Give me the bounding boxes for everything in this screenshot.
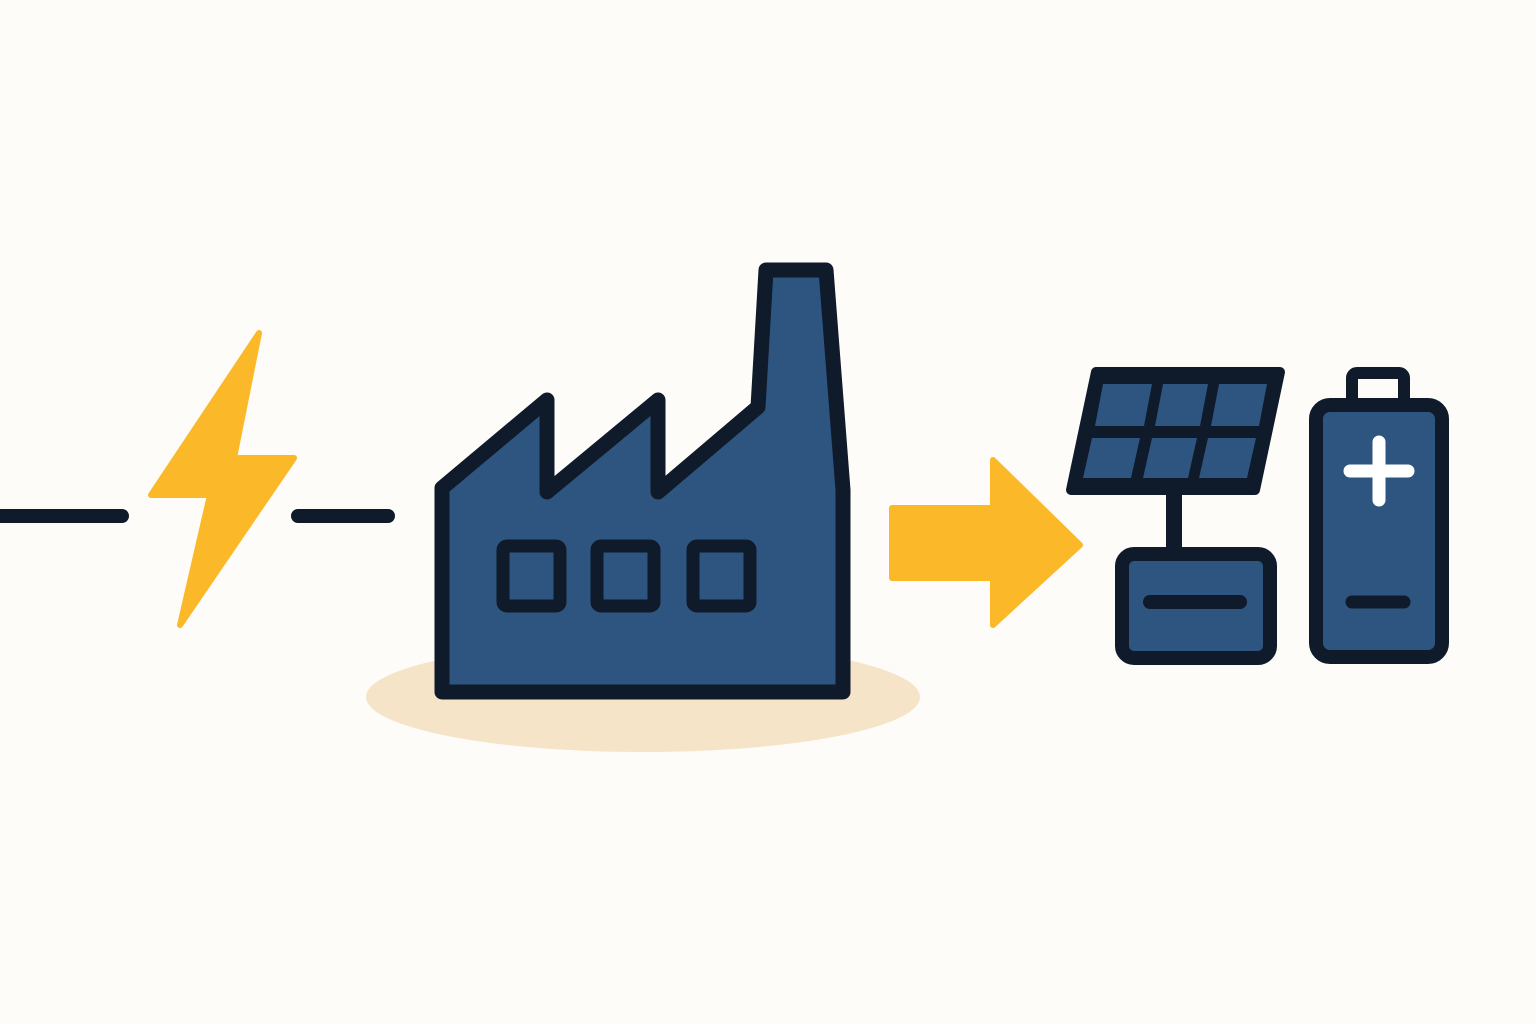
solar-cell — [1211, 384, 1267, 426]
battery-icon — [1309, 367, 1449, 664]
solar-cell — [1083, 438, 1140, 478]
solar-cell — [1095, 384, 1152, 426]
factory-window-3 — [686, 539, 757, 613]
lightning-bolt-icon — [148, 330, 297, 628]
flow-arrow-icon — [889, 457, 1083, 628]
plus-icon — [1343, 435, 1415, 507]
factory-icon — [434, 262, 851, 700]
factory-window-1 — [496, 539, 567, 613]
solar-cell — [1199, 438, 1256, 478]
solar-panel-icon — [1066, 367, 1285, 665]
solar-cell — [1143, 438, 1197, 478]
solar-cell — [1155, 384, 1208, 426]
factory-building — [434, 262, 851, 700]
factory-window-2 — [590, 539, 661, 613]
